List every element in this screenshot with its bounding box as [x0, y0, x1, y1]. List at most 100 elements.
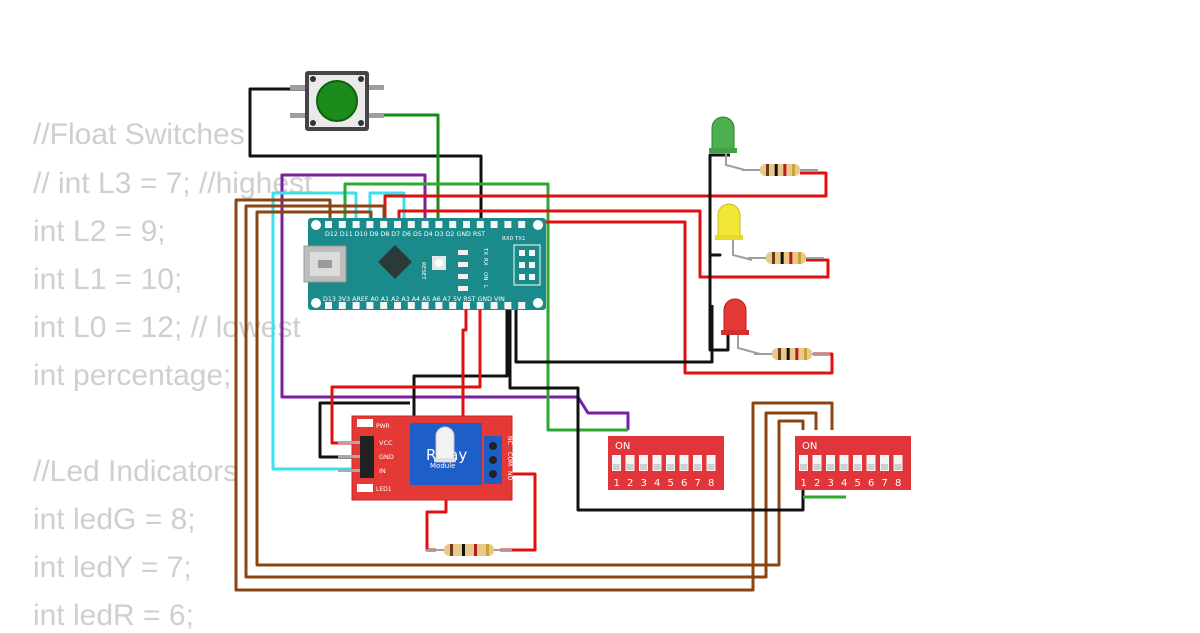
dip-toggle[interactable]	[666, 455, 675, 471]
code-line: int percentage;	[33, 359, 232, 392]
wire-purple[interactable]	[280, 173, 630, 430]
resistor-band	[783, 164, 787, 176]
led-yellow[interactable]	[715, 203, 753, 261]
header-pin[interactable]	[476, 302, 484, 309]
dip-toggle[interactable]	[812, 455, 822, 471]
header-pin[interactable]	[435, 302, 443, 309]
dip-toggle[interactable]	[893, 455, 903, 471]
header-pin[interactable]	[490, 302, 498, 309]
led-label-rx: RX	[482, 258, 488, 266]
dip-toggle[interactable]	[612, 455, 621, 471]
wire-black-button-gnd[interactable]	[248, 87, 483, 225]
header-pin[interactable]	[380, 221, 388, 228]
header-pin[interactable]	[518, 302, 526, 309]
resistor-band	[462, 544, 465, 556]
header-pin[interactable]	[325, 302, 332, 309]
bottom-pin-labels: D13 3V3 AREF A0 A1 A2 A3 A4 A5 A6 A7 5V …	[323, 296, 505, 303]
code-line: int ledG = 8;	[33, 503, 196, 536]
white-led[interactable]	[434, 426, 456, 463]
dip-toggle-knob	[894, 464, 902, 470]
header-pin[interactable]	[394, 302, 401, 309]
resistor-band	[774, 164, 778, 176]
dip-toggle[interactable]	[880, 455, 889, 471]
header-pin[interactable]	[504, 302, 512, 309]
dip-toggle-knob	[827, 464, 834, 470]
header-pin[interactable]	[366, 221, 374, 228]
icsp-pin	[519, 250, 525, 256]
led-label-l: L	[482, 285, 488, 289]
header-pin[interactable]	[421, 221, 429, 228]
led-label-on: ON	[482, 272, 488, 280]
wire-cyan-2[interactable]	[368, 191, 406, 225]
header-pin[interactable]	[449, 302, 457, 309]
wire-red-d7-led[interactable]	[397, 209, 830, 279]
led-label-tx: TX	[482, 247, 488, 255]
wire-red-d8-led[interactable]	[383, 171, 828, 225]
header-pin[interactable]	[421, 302, 429, 309]
resistor-body[interactable]	[444, 544, 494, 556]
dip-toggle-knob	[707, 464, 715, 470]
header-pin[interactable]	[504, 221, 512, 228]
wire-green-button-d4[interactable]	[372, 113, 440, 225]
wire-black-gnd-led[interactable]	[514, 305, 714, 364]
dip-toggle[interactable]	[839, 455, 849, 471]
header-pin[interactable]	[449, 221, 457, 228]
dip-number: 1	[614, 478, 620, 489]
resistor-body[interactable]	[772, 348, 812, 360]
resistor-body[interactable]	[760, 164, 800, 176]
push-button[interactable]	[290, 71, 384, 131]
resistor-body[interactable]	[766, 252, 806, 264]
header-pin[interactable]	[490, 221, 498, 228]
header-pin[interactable]	[463, 302, 470, 309]
dip-toggle[interactable]	[826, 455, 835, 471]
header-pin[interactable]	[352, 302, 360, 309]
wire-cyan[interactable]	[271, 191, 358, 471]
header-pin[interactable]	[380, 302, 388, 309]
bottom-pin-row	[325, 302, 526, 309]
dip-toggle-knob	[640, 464, 647, 470]
code-line: //Led Indicators	[33, 455, 239, 488]
relay-subtitle: Module	[430, 462, 455, 470]
dip-toggle[interactable]	[706, 455, 716, 471]
dip-toggle[interactable]	[866, 455, 876, 471]
dip-toggle[interactable]	[693, 455, 702, 471]
dip-toggle[interactable]	[652, 455, 662, 471]
led-red[interactable]	[721, 298, 761, 355]
resistor-band	[786, 348, 790, 360]
wire-green-d10-dip[interactable]	[343, 182, 628, 432]
wire-black-led-common[interactable]	[708, 153, 730, 352]
icsp-pin	[519, 274, 525, 280]
header-pin[interactable]	[352, 221, 360, 228]
header-pin[interactable]	[338, 302, 346, 309]
header-pin[interactable]	[518, 221, 526, 228]
dip-toggle[interactable]	[853, 455, 862, 471]
header-pin[interactable]	[338, 221, 346, 228]
wire-brown-1[interactable]	[234, 198, 834, 592]
dip-toggle[interactable]	[625, 455, 635, 471]
header-pin[interactable]	[435, 221, 443, 228]
dip-number: 6	[868, 478, 874, 489]
wire-black-gnd-dip[interactable]	[508, 308, 805, 512]
header-pin[interactable]	[325, 221, 332, 228]
button-cap[interactable]	[316, 80, 358, 122]
wire-black-relay[interactable]	[318, 401, 410, 459]
dip-toggle[interactable]	[799, 455, 808, 471]
dip-toggle-knob	[800, 464, 807, 470]
header-pin[interactable]	[407, 221, 415, 228]
dip-toggle[interactable]	[639, 455, 648, 471]
header-pin[interactable]	[463, 221, 470, 228]
header-pin[interactable]	[394, 221, 401, 228]
wire-brown-2[interactable]	[244, 204, 818, 579]
code-line: int ledR = 6;	[33, 599, 194, 632]
dip-number: 3	[641, 478, 647, 489]
dip-toggle[interactable]	[679, 455, 689, 471]
led-green[interactable]	[709, 116, 746, 171]
header-pin[interactable]	[407, 302, 415, 309]
wire-brown-3[interactable]	[255, 210, 805, 567]
resistor-band	[798, 252, 801, 264]
header-pin[interactable]	[366, 302, 374, 309]
header-pin[interactable]	[476, 221, 484, 228]
